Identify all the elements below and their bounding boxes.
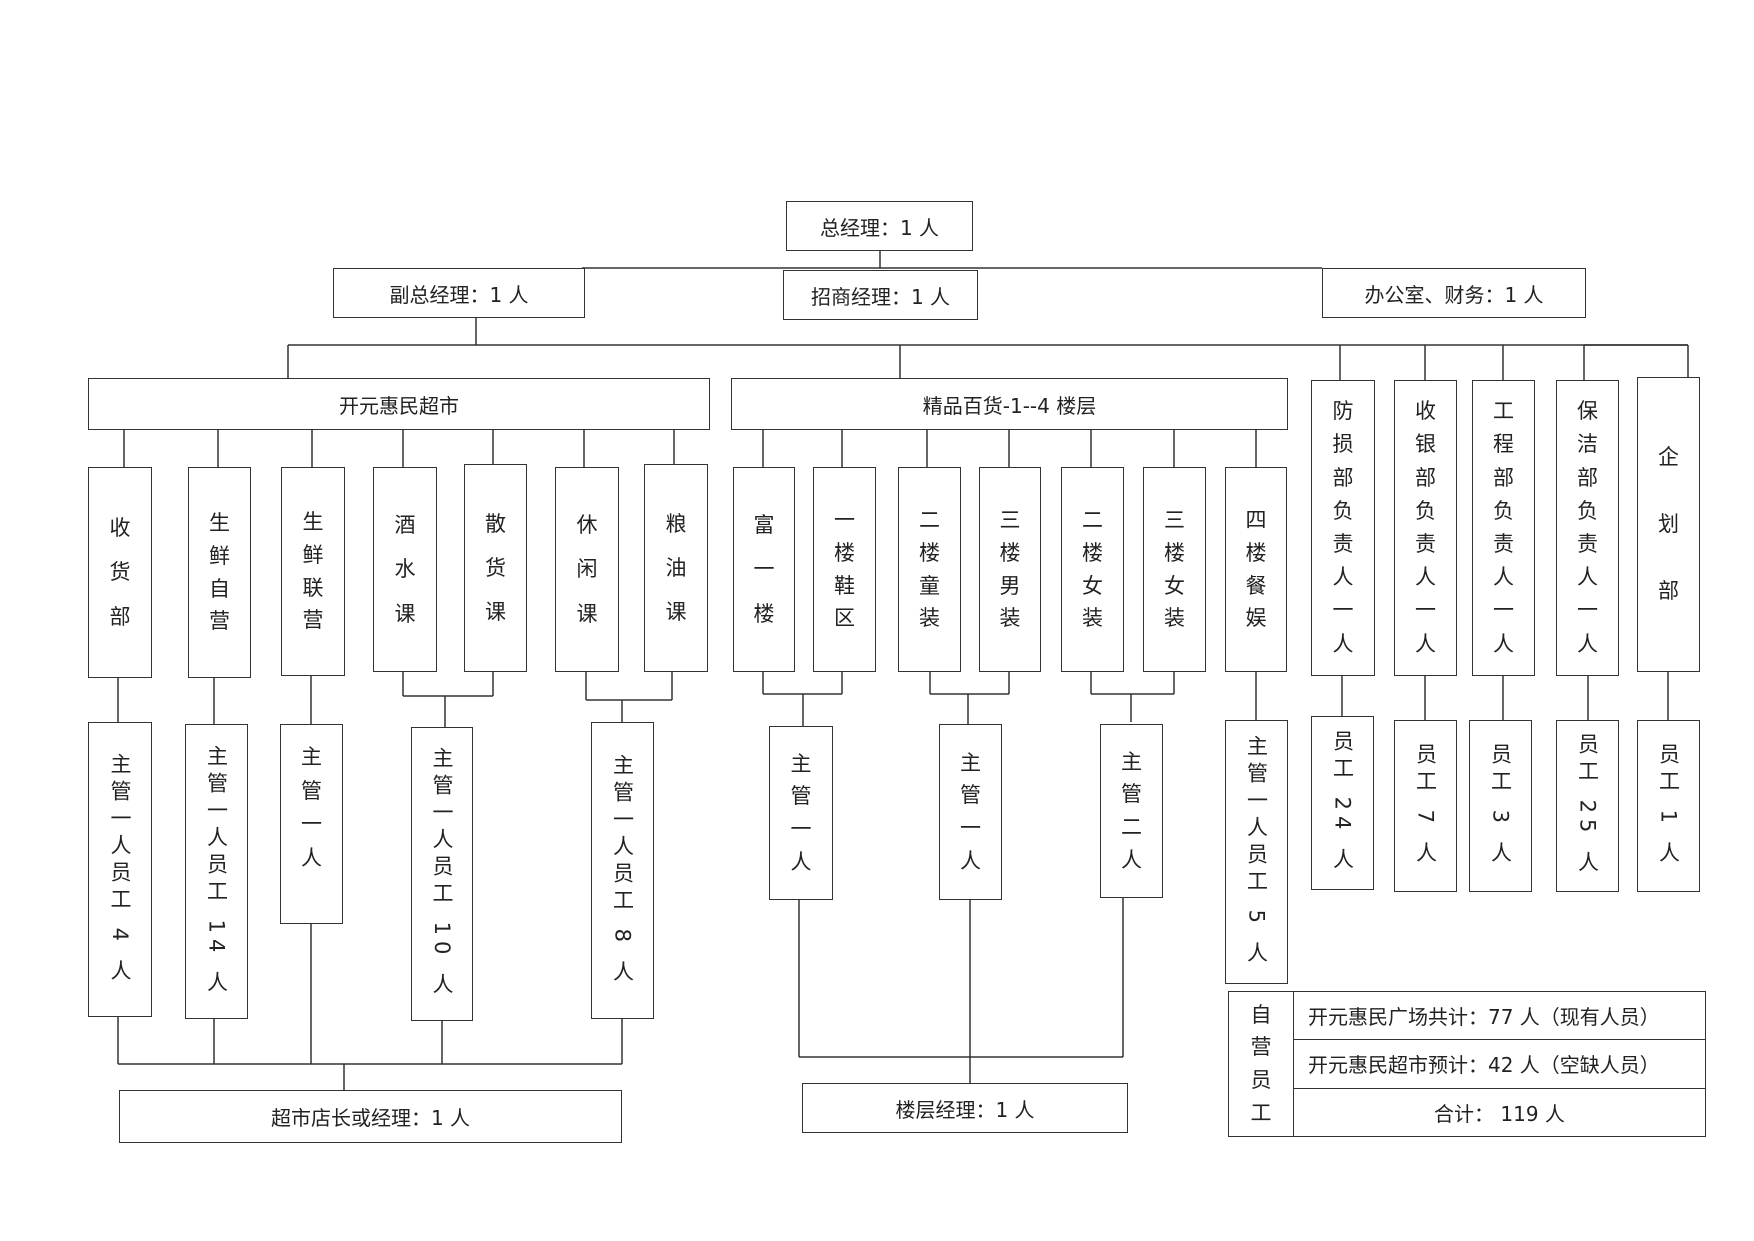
staff-label: 员工 3 人 [1488,743,1513,869]
staff-wine-bulk: 主管一人员工 10 人 [411,727,473,1021]
dept-planning: 企划部 [1637,377,1700,672]
department-store-division-label: 精品百货-1--4 楼层 [922,393,1097,418]
investment-manager-label: 招商经理：1 人 [810,284,951,309]
staff-label: 员工 25 人 [1575,733,1600,879]
staff-label: 员工 7 人 [1413,743,1438,869]
unit-label: 三楼男装 [999,508,1021,631]
staff-label: 员工 1 人 [1656,743,1681,869]
staff-label: 主管一人员工 14 人 [204,744,229,999]
staff-summary-table: 自营员工 开元惠民广场共计：77 人（现有人员） 开元惠民超市预计：42 人（空… [1228,991,1706,1137]
unit-label: 二楼女装 [1082,508,1103,631]
unit-floor4-dining: 四楼餐娱 [1225,467,1287,672]
staff-label: 主管一人员工 10 人 [430,747,454,1001]
dept-label: 保洁部负责人一人 [1577,399,1598,656]
dept-label: 防损部负责人一人 [1332,399,1354,656]
deputy-gm-label: 副总经理：1 人 [389,282,529,307]
unit-floor3-women: 三楼女装 [1143,467,1206,672]
unit-snacks: 休闲课 [555,467,619,672]
unit-label: 粮油课 [665,511,687,625]
unit-label: 富一楼 [753,513,775,626]
general-manager-label: 总经理：1 人 [819,215,940,240]
unit-fresh-self-run: 生鲜自营 [188,467,251,678]
staff-label: 员工 24 人 [1330,730,1355,876]
dept-cashier: 收银部负责人一人 [1394,380,1457,676]
summary-rows: 开元惠民广场共计：77 人（现有人员） 开元惠民超市预计：42 人（空缺人员） … [1294,992,1705,1136]
dept-label: 收银部负责人一人 [1415,399,1436,656]
staff-label: 主管一人 [960,750,981,873]
dept-label: 企划部 [1658,444,1679,604]
staff-label: 主管二人 [1121,749,1142,872]
unit-fresh-joint: 生鲜联营 [281,467,345,676]
staff-engineering: 员工 3 人 [1469,720,1532,892]
staff-loss-prevention: 员工 24 人 [1311,716,1374,890]
staff-planning: 员工 1 人 [1637,720,1700,892]
investment-manager-box: 招商经理：1 人 [783,270,978,320]
supermarket-manager-label: 超市店长或经理：1 人 [270,1106,471,1130]
department-store-division-box: 精品百货-1--4 楼层 [731,378,1288,430]
unit-wine: 酒水课 [373,467,437,672]
staff-receiving: 主管一人员工 4 人 [88,722,152,1017]
unit-label: 生鲜自营 [209,511,230,634]
unit-receiving: 收货部 [88,467,152,678]
supermarket-division-box: 开元惠民超市 [88,378,710,430]
staff-label: 主管一人 [790,751,812,874]
office-finance-box: 办公室、财务：1 人 [1322,268,1586,318]
staff-floor4-dining: 主管一人员工 5 人 [1225,720,1288,984]
summary-sum: 合计： 119 人 [1434,1101,1565,1126]
dept-cleaning: 保洁部负责人一人 [1556,380,1619,676]
unit-label: 生鲜联营 [302,510,324,633]
staff-label: 主管一人 [301,745,322,870]
staff-snacks-grain: 主管一人员工 8 人 [591,722,654,1019]
unit-label: 酒水课 [394,513,416,626]
unit-floor1-rich: 富一楼 [733,467,795,672]
unit-label: 二楼童装 [919,508,940,631]
unit-floor3-men: 三楼男装 [979,467,1041,672]
staff-fresh-joint: 主管一人 [280,724,343,924]
floor-manager-label: 楼层经理：1 人 [895,1097,1035,1122]
staff-label: 主管一人员工 8 人 [610,753,635,988]
dept-label: 工程部负责人一人 [1493,399,1514,656]
staff-floor1: 主管一人 [769,726,833,900]
dept-engineering: 工程部负责人一人 [1472,380,1535,676]
deputy-gm-box: 副总经理：1 人 [333,268,585,318]
unit-label: 散货课 [485,511,506,625]
unit-label: 一楼鞋区 [834,508,855,631]
unit-label: 三楼女装 [1164,508,1185,631]
unit-label: 休闲课 [576,513,598,626]
staff-floor2-3-women: 主管二人 [1100,724,1163,898]
unit-label: 收货部 [109,516,131,629]
unit-bulk-goods: 散货课 [464,464,527,672]
unit-label: 四楼餐娱 [1245,508,1267,631]
supermarket-division-label: 开元惠民超市 [339,393,459,418]
dept-loss-prevention: 防损部负责人一人 [1311,380,1375,676]
summary-vacant: 开元惠民超市预计：42 人（空缺人员） [1294,1040,1705,1089]
staff-fresh-self-run: 主管一人员工 14 人 [185,724,248,1019]
office-finance-label: 办公室、财务：1 人 [1364,282,1544,307]
staff-label: 主管一人员工 4 人 [108,752,132,987]
staff-floor2-kids-men: 主管一人 [939,724,1002,900]
staff-cashier: 员工 7 人 [1394,720,1457,892]
summary-label: 自营员工 [1250,1002,1272,1125]
staff-cleaning: 员工 25 人 [1556,720,1619,892]
unit-grain-oil: 粮油课 [644,464,708,672]
general-manager-box: 总经理：1 人 [786,201,973,251]
supermarket-manager-box: 超市店长或经理：1 人 [119,1090,622,1143]
unit-floor1-shoes: 一楼鞋区 [813,467,876,672]
unit-floor2-kids: 二楼童装 [898,467,961,672]
summary-total-now: 开元惠民广场共计：77 人（现有人员） [1294,992,1705,1041]
staff-label: 主管一人员工 5 人 [1244,735,1269,969]
summary-side-label: 自营员工 [1229,992,1294,1136]
floor-manager-box: 楼层经理：1 人 [802,1083,1128,1133]
unit-floor2-women: 二楼女装 [1061,467,1124,672]
